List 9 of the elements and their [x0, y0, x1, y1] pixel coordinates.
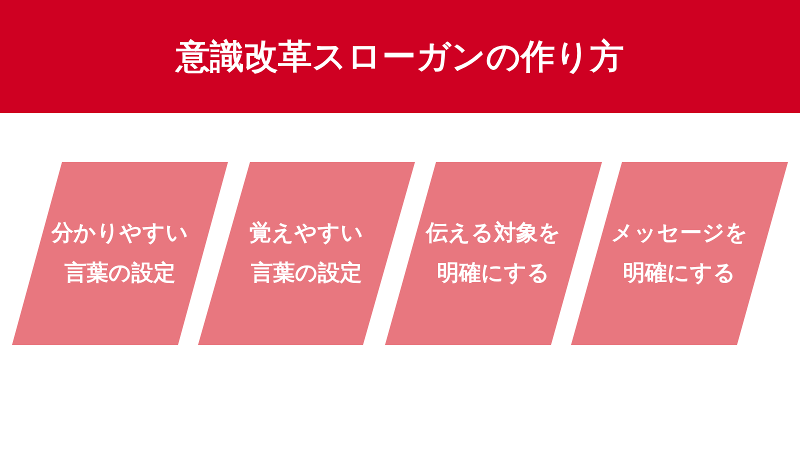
step-text: 伝える対象を明確にする — [424, 220, 562, 288]
step-text: 覚えやすい言葉の設定 — [248, 220, 364, 288]
parallelogram-box — [12, 162, 228, 345]
parallelogram-box — [571, 162, 788, 345]
parallelogram-box — [198, 162, 415, 345]
parallelogram-box — [385, 162, 602, 345]
title: 意識改革スローガンの作り方 — [176, 36, 624, 78]
step-text: メッセージを明確にする — [610, 220, 749, 288]
step-text: 分かりやすい言葉の設定 — [50, 220, 190, 288]
